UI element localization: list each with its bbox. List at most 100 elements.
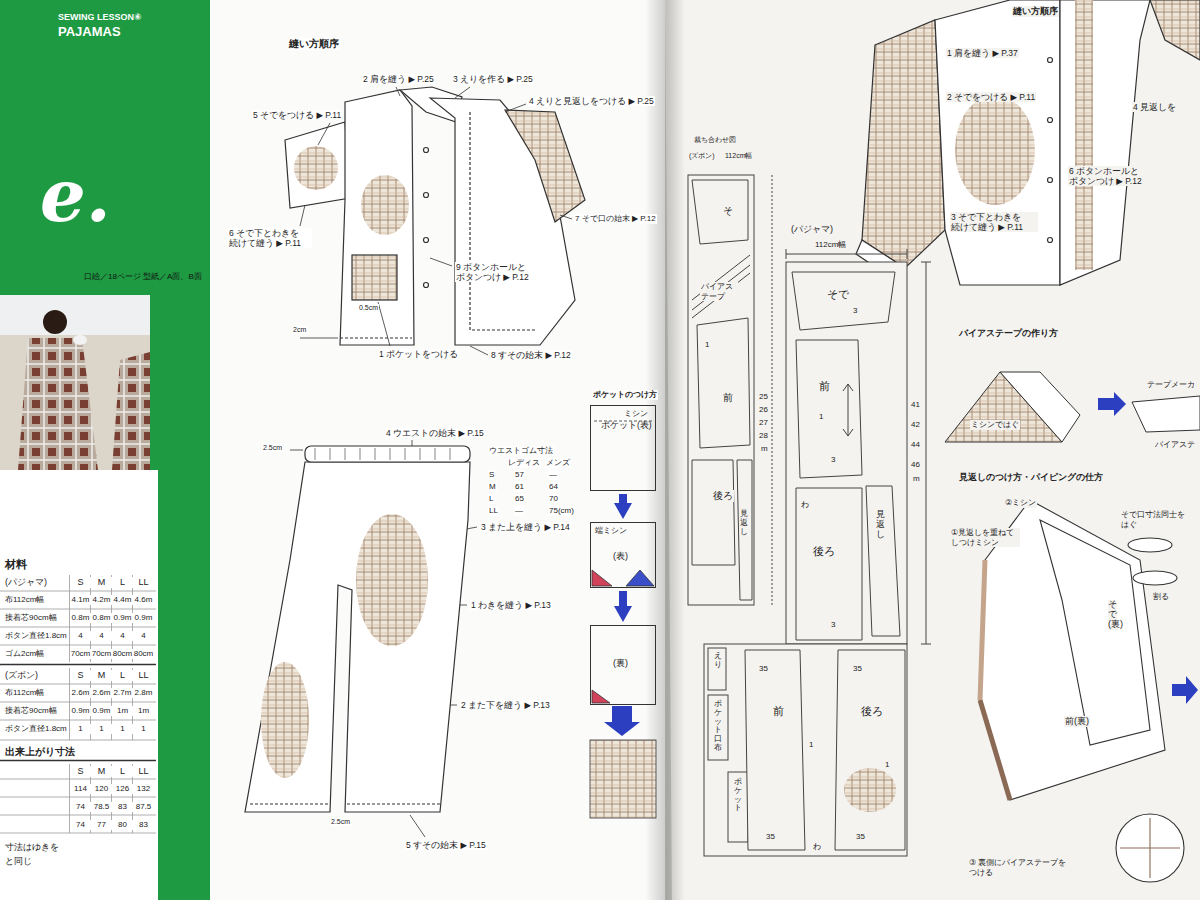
- printed-label: 26: [758, 405, 769, 415]
- printed-label: えり: [714, 652, 722, 670]
- leader-line: [412, 440, 413, 446]
- pants-outline: [245, 462, 470, 812]
- fabric-strip: [688, 175, 754, 605]
- printed-label: 裁ち合わせ図: [693, 136, 737, 144]
- leader-line: [505, 104, 526, 112]
- button: [1048, 58, 1053, 63]
- pocket-step-text: (裏): [613, 658, 628, 669]
- printed-label: 1: [133, 724, 154, 734]
- printed-label: 80cm: [133, 649, 154, 659]
- printed-label: 0.9m: [70, 706, 91, 716]
- pocket-step-four: [590, 740, 656, 818]
- section-heading: 出来上がり寸法: [4, 746, 76, 758]
- printed-label: 42: [910, 420, 921, 430]
- printed-label: 4.2m: [91, 595, 112, 605]
- printed-label: 35: [852, 664, 863, 674]
- facing-plaid: [1075, 0, 1093, 270]
- pocket-step-box: ミシンポケット(表): [590, 405, 656, 491]
- printed-label: ③ 裏側にバイアステープを つける: [968, 858, 1080, 877]
- right-page: [665, 0, 1200, 900]
- printed-label: ボタン直径1.8cm: [4, 631, 68, 641]
- printed-label: ボタン直径1.8cm: [4, 724, 68, 734]
- plaid-patch: [261, 662, 309, 778]
- table-columns: [70, 575, 133, 833]
- printed-label: 2.8m: [133, 688, 154, 698]
- printed-label: 2 そでをつける ▶ P.11: [946, 92, 1036, 102]
- printed-label: テープメーカ: [1146, 380, 1196, 390]
- button: [1048, 118, 1053, 123]
- printed-label: 87.5: [133, 802, 154, 812]
- printed-label: 4: [70, 631, 91, 641]
- fold-corner: [592, 570, 612, 586]
- printed-label: そで口寸法同士を はぐ: [1120, 510, 1194, 529]
- dimension-line: [300, 338, 338, 339]
- blue-arrow: [1172, 676, 1198, 704]
- printed-label: 5 そでをつける ▶ P.11: [252, 110, 342, 120]
- jacket-left-front: [340, 90, 414, 345]
- piece-back: [796, 488, 862, 640]
- printed-label: 接着芯90cm幅: [4, 706, 58, 716]
- printed-label: 0.9m: [133, 613, 154, 623]
- section-heading: 縫い方順序: [288, 38, 340, 50]
- printed-label: 70: [548, 494, 559, 504]
- printed-label: 61: [514, 482, 525, 492]
- printed-label: 寸法はゆきを: [4, 842, 60, 853]
- printed-label: (ズボン): [4, 670, 39, 681]
- printed-label: ミシンではぐ: [970, 420, 1020, 430]
- printed-label: (パジャマ): [4, 577, 48, 588]
- printed-label: そ: [722, 205, 734, 217]
- printed-label: 1: [112, 724, 133, 734]
- step-arrow: [619, 591, 627, 606]
- printed-label: 2.7m: [112, 688, 133, 698]
- jacket-front: [935, 0, 1060, 285]
- plaid-patch: [361, 175, 409, 235]
- printed-label: 0.9m: [91, 706, 112, 716]
- printed-label: 3: [830, 620, 836, 630]
- button: [1048, 238, 1053, 243]
- printed-label: 2cm: [292, 326, 307, 334]
- cuff-ring: [1133, 571, 1177, 585]
- plaid-patch: [844, 768, 896, 812]
- jacket-drawing: [285, 87, 585, 345]
- table-ground: [0, 470, 158, 900]
- printed-label: 1: [91, 724, 112, 734]
- printed-label: 35: [765, 832, 776, 842]
- printed-label: わ: [812, 842, 822, 852]
- printed-label: ―: [548, 470, 558, 480]
- bias-binding: [980, 700, 1010, 800]
- printed-label: 前: [772, 705, 785, 718]
- jacket-right-sleeve: [1150, 0, 1200, 60]
- facing-edge: [980, 560, 985, 700]
- piece-pocket-facing: [708, 695, 728, 760]
- leader-line: [430, 258, 452, 266]
- leader-line: [378, 302, 390, 346]
- printed-label: わ: [800, 500, 810, 510]
- printed-label: 後ろ: [812, 545, 836, 558]
- sidebar-text: SEWING LESSON⑥: [58, 12, 142, 23]
- printed-label: と同じ: [4, 856, 33, 867]
- printed-label: 前: [722, 392, 734, 404]
- printed-label: 4: [112, 631, 133, 641]
- printed-label: 77: [91, 820, 112, 830]
- plaid-patch: [294, 146, 338, 190]
- printed-label: S: [70, 577, 91, 588]
- green-sidebar: [0, 0, 210, 900]
- printed-label: 6 ボタンホールと ボタンつけ ▶ P.12: [1068, 166, 1158, 186]
- printed-label: 80: [112, 820, 133, 830]
- printed-label: 4: [91, 631, 112, 641]
- printed-label: そで(裏): [1108, 600, 1117, 630]
- sidebar-band: SEWING LESSON⑥PAJAMASe.口絵／18ページ 型紙／A面、B面: [0, 0, 210, 290]
- printed-label: 46: [910, 460, 921, 470]
- inset-detail: [1120, 818, 1180, 878]
- printed-label: 4.1m: [70, 595, 91, 605]
- sidebar-text: PAJAMAS: [58, 24, 121, 40]
- printed-label: M: [91, 577, 112, 588]
- piece-pocket: [728, 772, 748, 842]
- printed-label: 2.6m: [70, 688, 91, 698]
- printed-label: 布112cm幅: [4, 688, 45, 698]
- leader-line: [455, 87, 470, 98]
- jacket-left-sleeve: [285, 122, 350, 208]
- printed-label: 3: [852, 306, 858, 316]
